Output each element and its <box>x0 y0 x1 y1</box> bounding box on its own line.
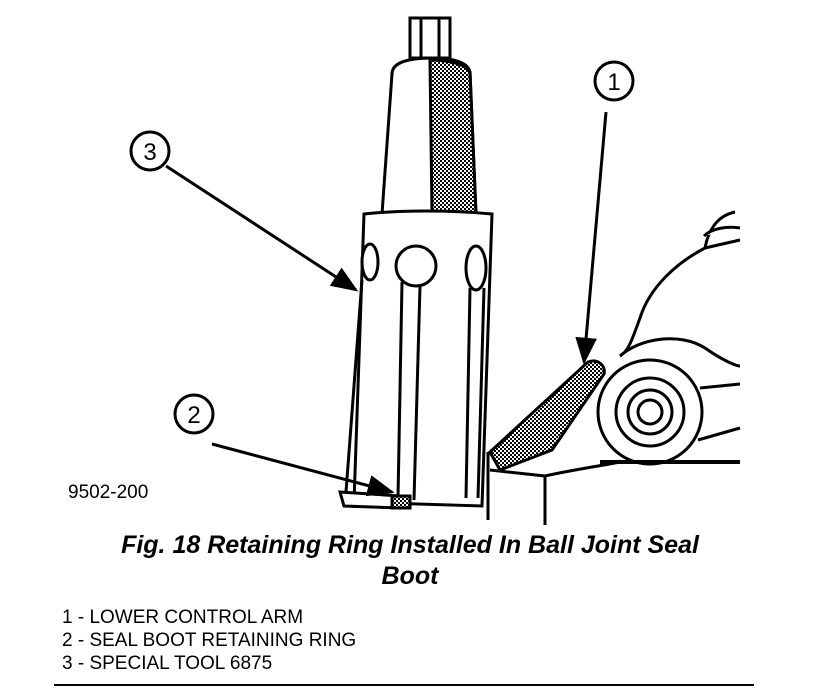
legend: 1 - LOWER CONTROL ARM 2 - SEAL BOOT RETA… <box>62 606 356 675</box>
bottom-rule <box>54 684 754 686</box>
figure-id-code: 9502-200 <box>68 482 149 503</box>
caption-line-2: Boot <box>381 562 439 590</box>
svg-text:2: 2 <box>187 402 200 429</box>
callout-3: 3 <box>129 130 171 172</box>
caption-line-1: Fig. 18 Retaining Ring Installed In Ball… <box>121 531 699 559</box>
callout-2: 2 <box>173 393 215 435</box>
leader-lines <box>165 111 608 497</box>
control-arm-web <box>488 359 606 472</box>
svg-text:1: 1 <box>607 69 620 96</box>
legend-item-2: 2 - SEAL BOOT RETAINING RING <box>62 630 357 651</box>
lower-control-arm <box>543 210 741 525</box>
svg-text:3: 3 <box>143 139 156 166</box>
legend-item-1: 1 - LOWER CONTROL ARM <box>62 607 304 628</box>
special-tool <box>337 16 494 510</box>
figure-caption: Fig. 18 Retaining Ring Installed In Ball… <box>60 530 760 592</box>
illustration: 1 2 3 <box>129 16 741 525</box>
legend-item-3: 3 - SPECIAL TOOL 6875 <box>62 653 273 674</box>
callout-1: 1 <box>593 60 635 102</box>
